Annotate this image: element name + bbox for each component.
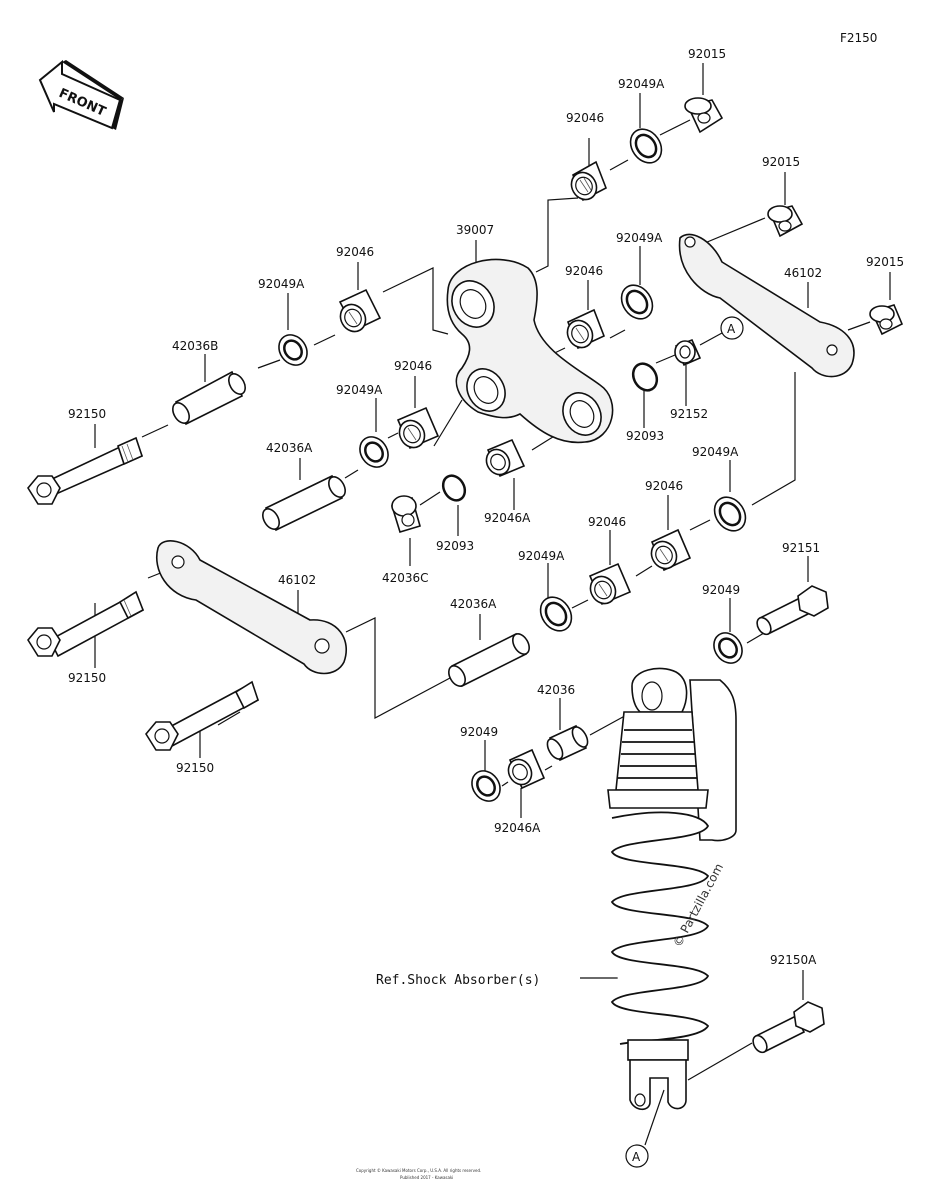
- bearing-92046A-low-icon: [507, 748, 546, 790]
- svg-text:A: A: [727, 322, 736, 336]
- label-42036A-left: 42036A: [266, 441, 313, 455]
- label-92049A-low: 92049A: [518, 549, 565, 563]
- seal-92049A-top-icon: [629, 128, 663, 164]
- bolt-92150-top-icon: [27, 436, 144, 505]
- collar-92015-top-icon: [684, 97, 724, 134]
- oring-92093-left-icon: [441, 474, 467, 502]
- label-39007: 39007: [456, 223, 494, 237]
- seal-92049A-left-icon: [278, 334, 308, 366]
- label-92049A-top: 92049A: [618, 77, 665, 91]
- svg-text:Copyright © Kawasaki Motors Co: Copyright © Kawasaki Motors Corp., U.S.A…: [356, 1168, 481, 1173]
- label-92046-r3: 92046: [588, 515, 626, 529]
- label-42036A-low: 42036A: [450, 597, 497, 611]
- part-labels: 92015 92049A 92046 92015 39007 92049A 92…: [68, 47, 904, 988]
- label-92151: 92151: [782, 541, 820, 555]
- label-92150-top: 92150: [68, 407, 106, 421]
- seal-92049A-right-icon: [713, 496, 747, 532]
- label-92015-mid: 92015: [762, 155, 800, 169]
- bolt-92151-icon: [756, 585, 829, 636]
- label-92049A-mid: 92049A: [616, 231, 663, 245]
- label-92152: 92152: [670, 407, 708, 421]
- bearing-92046A-mid-icon: [485, 438, 526, 478]
- label-46102-left: 46102: [278, 573, 316, 587]
- diagram-id: F2150: [840, 31, 877, 45]
- label-92046-r2: 92046: [645, 479, 683, 493]
- label-92049A-cl: 92049A: [336, 383, 383, 397]
- front-arrow-icon: FRONT: [38, 59, 124, 130]
- collar-42036C-icon: [391, 495, 421, 533]
- label-92049-right: 92049: [702, 583, 740, 597]
- label-92046A-mid: 92046A: [484, 511, 531, 525]
- label-92046-top: 92046: [566, 111, 604, 125]
- label-92046-center: 92046: [394, 359, 432, 373]
- bolt-92150-low-icon: [145, 680, 260, 751]
- label-92046-left: 92046: [336, 245, 374, 259]
- label-92049A-left: 92049A: [258, 277, 305, 291]
- seal-92049-right-icon: [713, 632, 743, 664]
- seal-92049-low-icon: [471, 770, 501, 802]
- collar-92015-mid-icon: [767, 205, 804, 238]
- collar-92015-right-icon: [869, 304, 904, 336]
- bearing-92046-center-icon: [396, 406, 440, 450]
- copyright-footer: Copyright © Kawasaki Motors Corp., U.S.A…: [356, 1168, 481, 1180]
- label-92150A: 92150A: [770, 953, 817, 967]
- ref-marker-a-lower: A: [625, 1144, 649, 1168]
- bolt-92150A-icon: [752, 1001, 825, 1054]
- ref-marker-a-upper: A: [720, 316, 744, 340]
- label-42036: 42036: [537, 683, 575, 697]
- label-42036C: 42036C: [382, 571, 429, 585]
- seal-92049A-low-icon: [539, 596, 573, 632]
- label-92015-top: 92015: [688, 47, 726, 61]
- label-46102-right: 46102: [784, 266, 822, 280]
- seal-92049A-mid-icon: [620, 284, 654, 320]
- sleeve-42036A-low-icon: [448, 632, 530, 688]
- sleeve-42036B-icon: [172, 370, 246, 426]
- label-92150-mid: 92150: [68, 671, 106, 685]
- ref-shock-label: Ref.Shock Absorber(s): [376, 973, 540, 988]
- label-92093-left: 92093: [436, 539, 474, 553]
- bearing-92046-r3-icon: [588, 562, 632, 606]
- sleeve-42036A-left-icon: [262, 474, 346, 532]
- label-92093-right: 92093: [626, 429, 664, 443]
- bearing-92046-left-icon: [338, 288, 382, 333]
- sleeve-42036-icon: [546, 724, 589, 762]
- collar-92152-icon: [674, 338, 702, 367]
- label-92015-right: 92015: [866, 255, 904, 269]
- label-42036B: 42036B: [172, 339, 218, 353]
- label-92046-mid: 92046: [565, 264, 603, 278]
- svg-text:Published 2017 - Kawasaki: Published 2017 - Kawasaki: [400, 1175, 453, 1180]
- rocker-arm-39007-icon: [446, 258, 614, 444]
- tie-rod-46102-left-icon: [156, 540, 347, 675]
- label-92049A-right: 92049A: [692, 445, 739, 459]
- tie-rod-46102-right-icon: [678, 233, 855, 378]
- bolt-92150-mid-icon: [27, 590, 145, 658]
- label-92046A-low: 92046A: [494, 821, 541, 835]
- label-92150-low: 92150: [176, 761, 214, 775]
- label-92049-low: 92049: [460, 725, 498, 739]
- shock-absorber-icon: [607, 667, 737, 1111]
- bearing-92046-top-icon: [570, 160, 608, 202]
- oring-92093-right-icon: [631, 362, 659, 392]
- bearing-92046-mid-icon: [566, 308, 606, 350]
- bearing-92046-r2-icon: [650, 528, 692, 572]
- seal-92049A-cl-icon: [359, 436, 389, 468]
- svg-text:A: A: [632, 1150, 641, 1164]
